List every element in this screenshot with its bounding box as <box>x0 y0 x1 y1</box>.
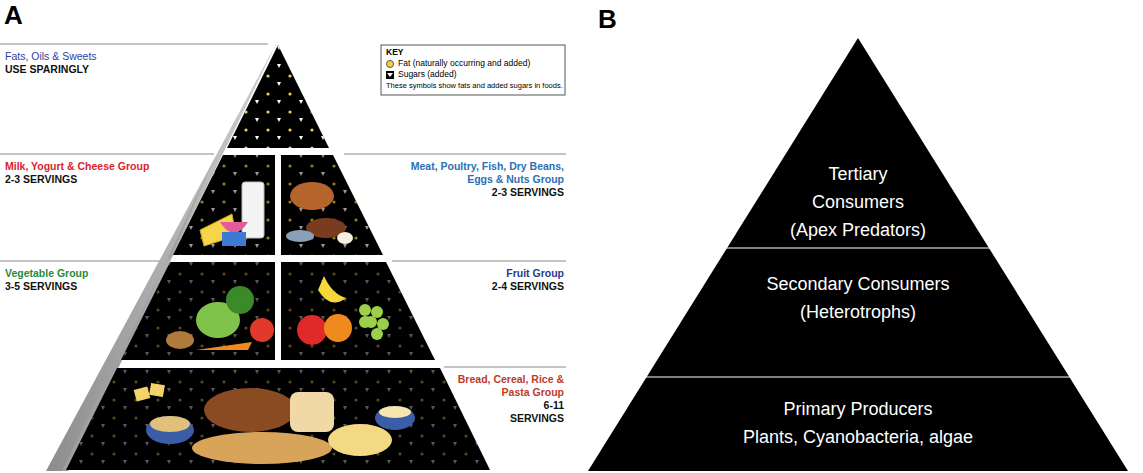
food-group: Bread, Cereal, Rice & Pasta Group6-11 SE… <box>450 373 564 425</box>
food-group: Milk, Yogurt & Cheese Group2-3 SERVINGS <box>5 160 175 186</box>
fat-symbol <box>386 60 394 68</box>
legend-row: Fat (naturally occurring and added) <box>386 58 562 69</box>
legend-text: Sugars (added) <box>398 69 457 80</box>
trophic-level: Tertiary Consumers(Apex Predators) <box>773 160 943 244</box>
group-note: (Heterotrophs) <box>718 298 998 326</box>
group-heading: Bread, Cereal, Rice & Pasta Group <box>450 373 564 399</box>
key-note: These symbols show fats and added sugars… <box>386 81 562 90</box>
key-box <box>381 45 565 95</box>
leader-lines <box>0 44 566 367</box>
food-drawings <box>134 182 415 464</box>
key-legend: Fat (naturally occurring and added)Sugar… <box>386 58 562 80</box>
group-heading: Secondary Consumers <box>718 270 998 298</box>
legend-text: Fat (naturally occurring and added) <box>398 58 530 69</box>
group-heading: Fats, Oils & Sweets <box>5 50 205 63</box>
group-heading: Vegetable Group <box>5 267 145 280</box>
food-pyramid-tiers <box>66 45 490 470</box>
legend-row: Sugars (added) <box>386 69 562 80</box>
key-title: KEY <box>386 47 403 57</box>
trophic-pyramid <box>588 38 1128 471</box>
group-heading: Milk, Yogurt & Cheese Group <box>5 160 175 173</box>
trophic-level: Primary ProducersPlants, Cyanobacteria, … <box>668 395 1048 451</box>
group-note: 2-3 SERVINGS <box>5 173 175 186</box>
group-heading: Fruit Group <box>440 267 564 280</box>
group-heading: Meat, Poultry, Fish, Dry Beans, Eggs & N… <box>388 160 564 186</box>
group-note: USE SPARINGLY <box>5 63 205 76</box>
food-group: Fruit Group2-4 SERVINGS <box>440 267 564 293</box>
food-group: Vegetable Group3-5 SERVINGS <box>5 267 145 293</box>
sugar-triangle <box>387 73 393 77</box>
group-heading: Tertiary Consumers <box>798 160 918 216</box>
panel-letter: A <box>4 0 23 31</box>
food-group: Meat, Poultry, Fish, Dry Beans, Eggs & N… <box>388 160 564 199</box>
group-note: (Apex Predators) <box>773 216 943 244</box>
food-group: Fats, Oils & SweetsUSE SPARINGLY <box>5 50 205 76</box>
panel-letter: B <box>598 4 617 35</box>
sugar-symbol <box>386 71 394 79</box>
trophic-level: Secondary Consumers(Heterotrophs) <box>718 270 998 326</box>
group-note: 6-11 SERVINGS <box>502 399 564 425</box>
group-note: Plants, Cyanobacteria, algae <box>668 423 1048 451</box>
group-heading: Primary Producers <box>668 395 1048 423</box>
group-note: 2-4 SERVINGS <box>440 280 564 293</box>
group-note: 2-3 SERVINGS <box>388 186 564 199</box>
group-note: 3-5 SERVINGS <box>5 280 145 293</box>
